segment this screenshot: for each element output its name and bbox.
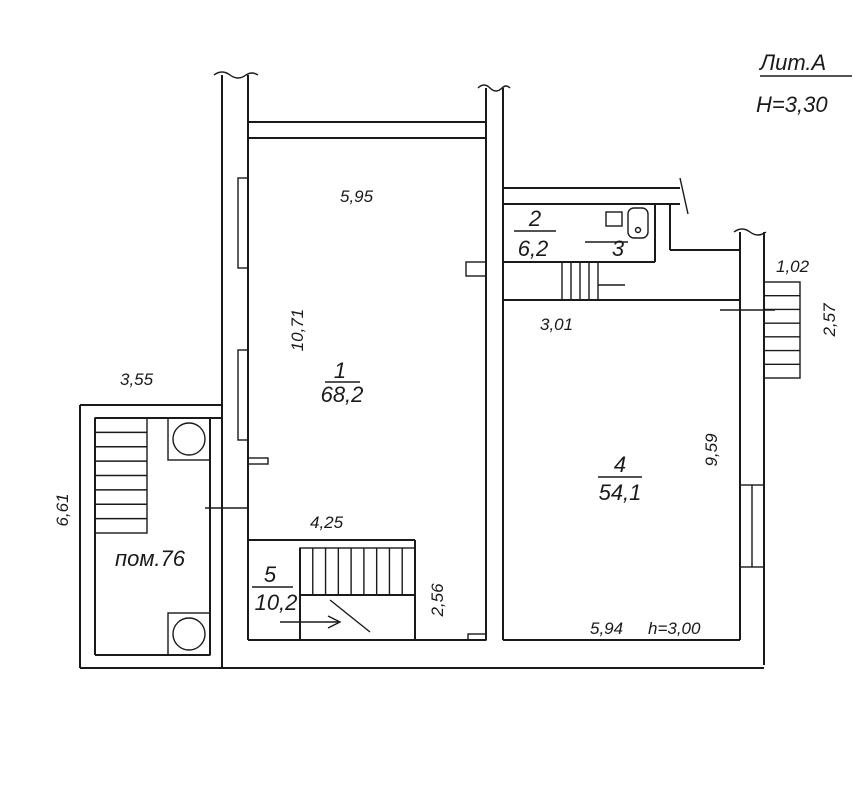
shaft-top-circle-icon	[172, 422, 206, 456]
room4-area: 54,1	[599, 480, 642, 505]
break-right	[733, 228, 767, 236]
dim-room1-width: 5,95	[340, 187, 374, 206]
toilet-icon	[627, 207, 649, 239]
height-label: H=3,30	[756, 92, 828, 117]
windows	[237, 177, 765, 568]
lit-label: Лит.А	[758, 50, 826, 75]
right-stair	[763, 281, 801, 379]
arrow-head-icon	[327, 615, 342, 629]
dim-room4-length: 9,59	[702, 433, 721, 467]
room1-number: 1	[334, 358, 346, 383]
room2-break	[679, 177, 689, 215]
room1-area: 68,2	[321, 382, 364, 407]
room5-stair	[299, 547, 416, 596]
room4-height: h=3,00	[648, 619, 701, 638]
shaft-bottom-circle-icon	[172, 617, 206, 651]
stairs	[94, 261, 801, 596]
shaft-top	[167, 417, 211, 461]
sink-icon	[605, 211, 623, 227]
toilet-drain-icon	[634, 226, 642, 234]
annex-label: пом.76	[115, 546, 186, 571]
doors	[205, 241, 775, 641]
threshold-room5	[467, 633, 487, 641]
dim-stair-width: 1,02	[776, 257, 810, 276]
column-room1	[465, 261, 487, 277]
room3-fixtures	[605, 207, 649, 239]
dim-annex-width: 3,55	[120, 370, 154, 389]
break-middle	[477, 84, 511, 92]
dim-annex-length: 6,61	[53, 493, 72, 526]
window-left-1	[237, 177, 249, 269]
shafts	[167, 417, 211, 656]
room2-area: 6,2	[518, 236, 549, 261]
radiator-room1	[247, 457, 269, 465]
room2-number: 2	[528, 206, 541, 231]
room4-number: 4	[614, 452, 626, 477]
shaft-bottom	[167, 612, 211, 656]
break-left	[213, 71, 259, 79]
room5-number: 5	[264, 562, 277, 587]
walls	[79, 71, 767, 669]
dim-room1-length: 10,71	[288, 309, 307, 352]
dim-room5-width: 4,25	[310, 513, 344, 532]
dim-room4-width: 5,94	[590, 619, 623, 638]
room3-number: 3	[612, 236, 625, 261]
room5-area: 10,2	[255, 590, 298, 615]
dim-stair-length: 2,57	[820, 303, 839, 338]
window-left-2	[237, 349, 249, 441]
dim-room5-length: 2,56	[428, 583, 447, 618]
dim-room4-top: 3,01	[540, 315, 573, 334]
stair-diagonal	[329, 599, 371, 633]
